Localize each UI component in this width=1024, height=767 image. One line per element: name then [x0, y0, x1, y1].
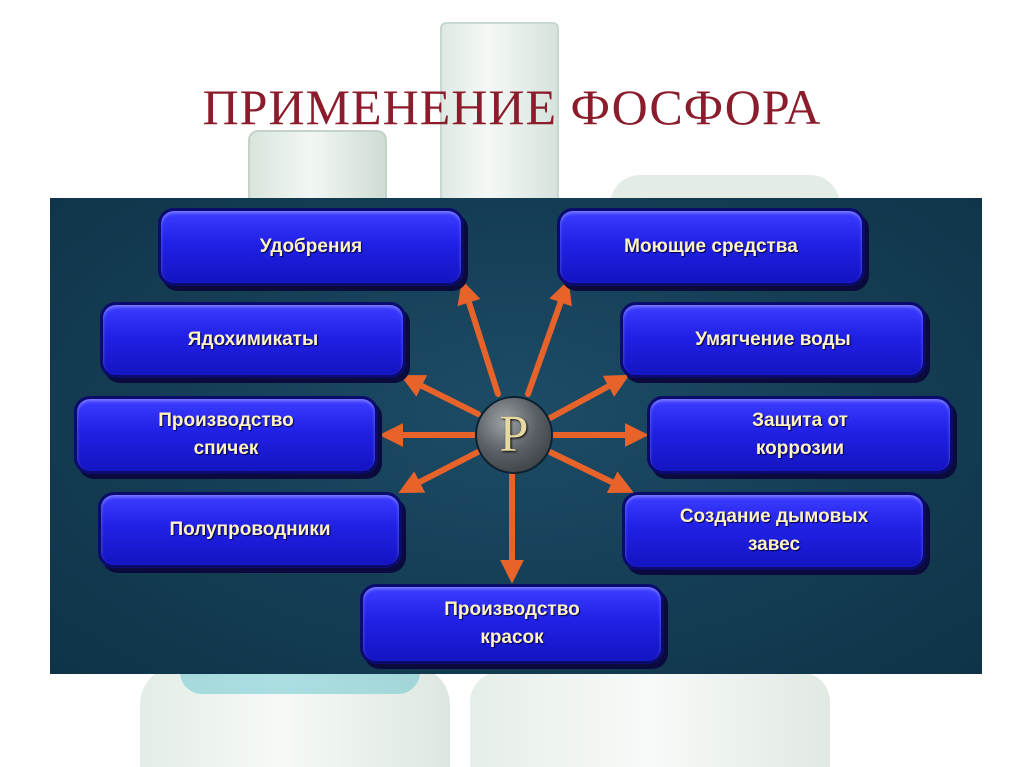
arrow-to-detergents — [525, 279, 572, 397]
app-box-matches: Производство спичек — [74, 396, 378, 474]
phosphorus-symbol: P — [499, 406, 529, 463]
app-box-detergents: Моющие средства — [557, 208, 865, 286]
arrows-layer — [379, 279, 649, 584]
beaker-backdrop — [440, 22, 559, 226]
app-box-paints: Производство красок — [360, 584, 664, 664]
app-box-pesticides: Ядохимикаты — [100, 302, 406, 378]
arrow-to-smoke-screens — [547, 449, 634, 494]
arrow-to-pesticides — [400, 375, 481, 417]
diagram-panel: Удобрения Моющие средства Ядохимикаты Ум… — [50, 198, 982, 674]
liquid-backdrop — [180, 672, 420, 694]
app-box-fertilizers: Удобрения — [158, 208, 464, 286]
arrow-to-semiconductors — [398, 449, 481, 493]
bottle-backdrop — [470, 672, 830, 767]
app-box-corrosion: Защита от коррозии — [647, 396, 953, 474]
app-box-water-softening: Умягчение воды — [620, 302, 926, 378]
arrow-to-water-softening — [547, 374, 630, 421]
app-box-smoke-screens: Создание дымовых завес — [622, 492, 926, 570]
app-box-semiconductors: Полупроводники — [98, 492, 402, 568]
slide-title: ПРИМЕНЕНИЕ ФОСФОРА — [202, 79, 822, 135]
phosphorus-node: P — [475, 396, 553, 474]
arrow-to-fertilizers — [457, 279, 501, 397]
